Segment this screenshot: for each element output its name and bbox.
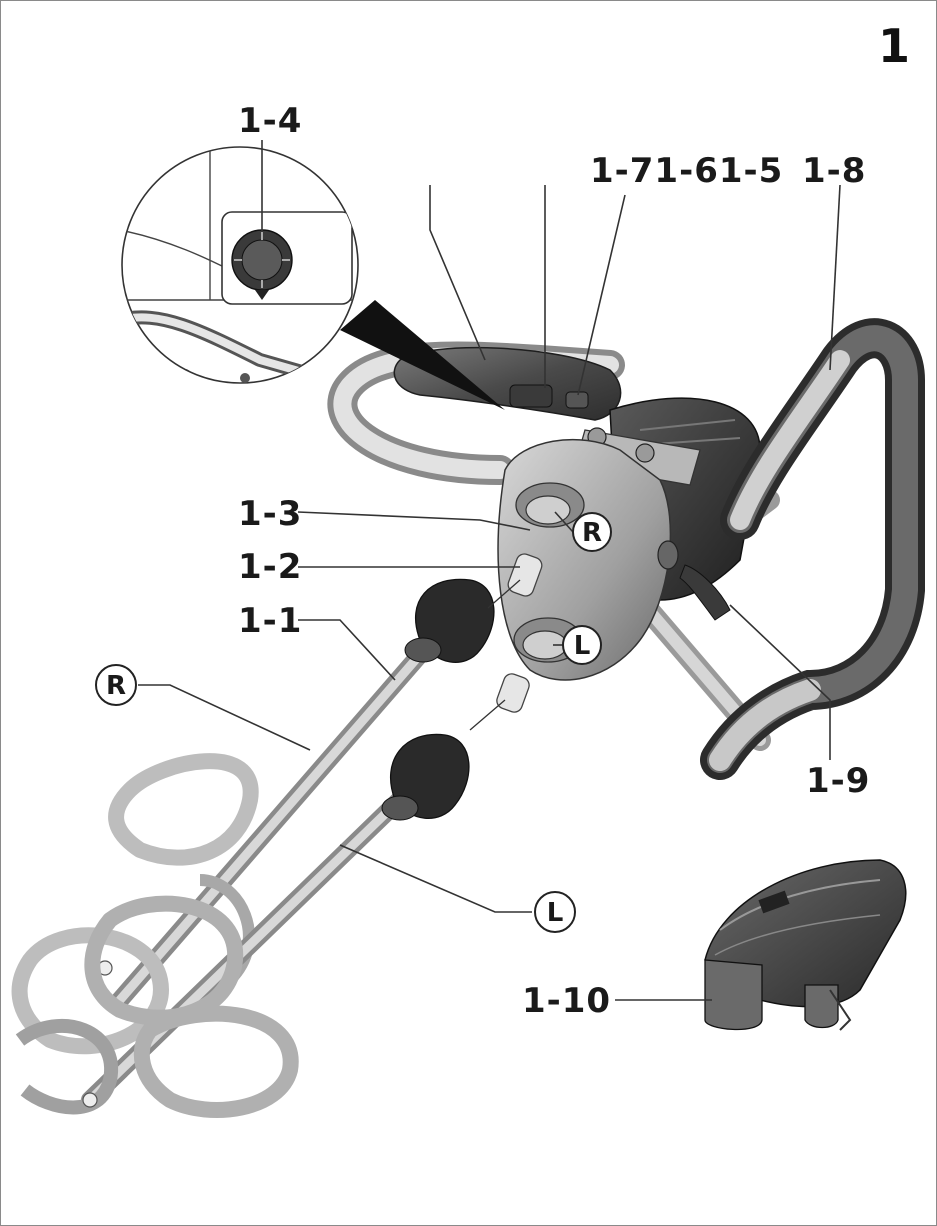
rotation-marker-left-paddle: L: [534, 891, 576, 933]
side-handle: [700, 318, 925, 780]
svg-text:R: R: [106, 671, 126, 701]
figure-number: 1: [878, 19, 910, 73]
rotation-marker-right-tool: R: [572, 512, 612, 552]
svg-text:L: L: [574, 631, 591, 661]
svg-text:L: L: [547, 898, 564, 928]
callout-1-7-1-6-1-5: 1-71-61-5: [590, 151, 783, 191]
rotation-marker-left-tool: L: [562, 625, 602, 665]
motor-cover-part: [704, 859, 907, 1031]
callout-1-10: 1-10: [522, 981, 611, 1021]
callout-1-4: 1-4: [238, 101, 302, 141]
mixing-paddle-left: [15, 733, 470, 1118]
callout-1-1: 1-1: [238, 601, 302, 641]
leader-lines: [138, 140, 841, 1001]
callout-1-3: 1-3: [238, 494, 302, 534]
zoom-inset: [121, 146, 505, 410]
callout-1-2: 1-2: [238, 547, 302, 587]
speed-dial: [231, 229, 293, 300]
callout-1-9: 1-9: [806, 761, 870, 801]
callout-1-8: 1-8: [802, 151, 866, 191]
gear-body: [497, 438, 731, 681]
spindle-shafts: [496, 553, 543, 713]
rotation-marker-right-paddle: R: [95, 664, 137, 706]
svg-text:R: R: [582, 518, 602, 548]
